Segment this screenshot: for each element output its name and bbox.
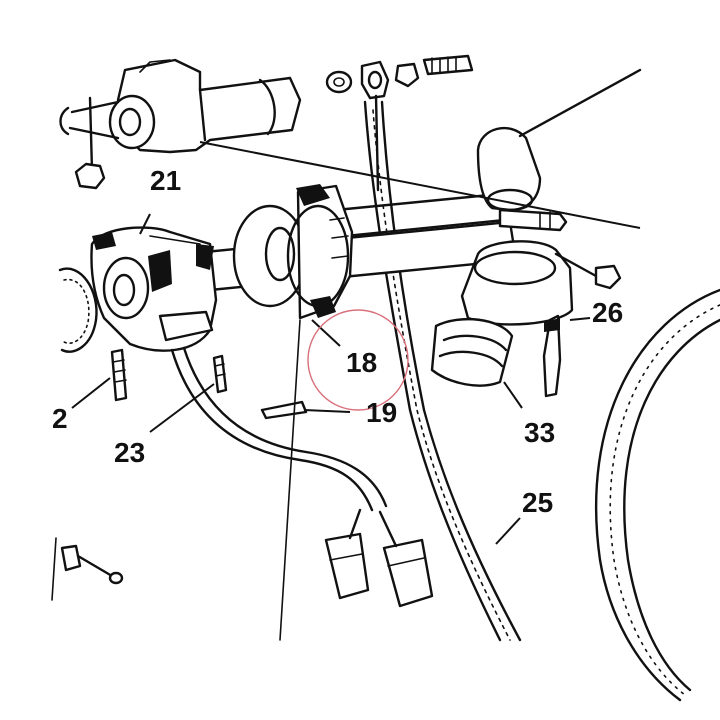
wheel-rim <box>595 288 720 702</box>
top-fasteners <box>325 54 474 192</box>
upper-clamp <box>476 68 642 232</box>
callout-22: 2 <box>52 403 68 434</box>
callout-19: 19 <box>366 397 397 428</box>
lower-left-bolt <box>51 537 124 601</box>
callout-18: 18 <box>346 347 377 378</box>
sleeve-part-33 <box>430 317 514 387</box>
callout-33: 33 <box>524 417 555 448</box>
highlight-circle <box>307 309 409 411</box>
upper-lever-mount <box>59 58 302 190</box>
ring-spacer <box>232 184 354 320</box>
callout-25: 25 <box>522 487 553 518</box>
callout-23: 23 <box>114 437 145 468</box>
callout-26: 26 <box>592 297 623 328</box>
lower-clamp <box>460 240 622 398</box>
screws <box>110 348 308 420</box>
brake-cable-upper <box>363 100 522 642</box>
wiring-harness <box>170 319 434 641</box>
switch-housing <box>90 226 218 352</box>
leader-lines <box>71 141 641 545</box>
left-disc <box>58 267 98 353</box>
callout-21: 21 <box>150 165 181 196</box>
